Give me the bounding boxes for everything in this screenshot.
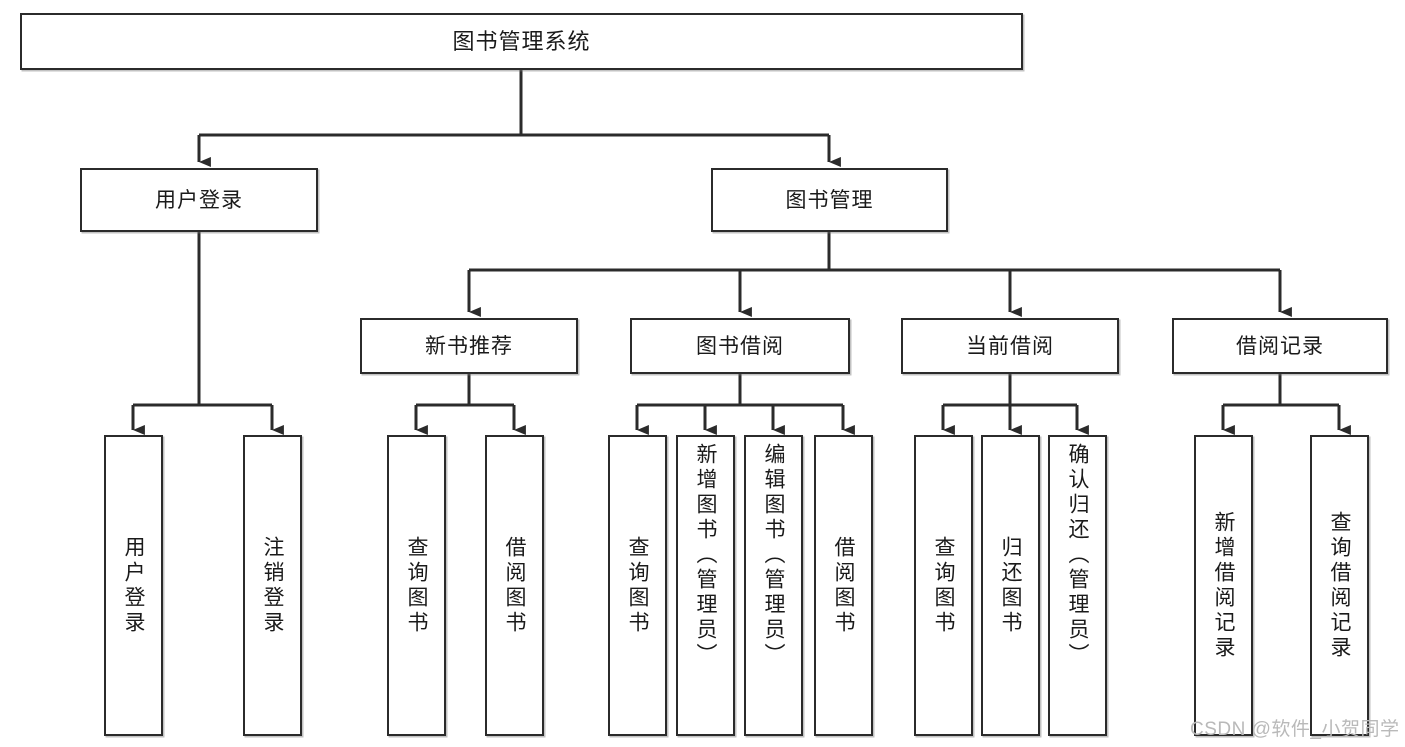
leaf-current-query-book[interactable]: 查询图书 [914, 435, 973, 736]
node-borrow-records[interactable]: 借阅记录 [1172, 318, 1388, 374]
leaf-new-book-borrow[interactable]: 借阅图书 [485, 435, 544, 736]
leaf-user-login-signout[interactable]: 注销登录 [243, 435, 302, 736]
node-book-management[interactable]: 图书管理 [711, 168, 948, 232]
node-user-login[interactable]: 用户登录 [80, 168, 318, 232]
leaf-borrow-query-book[interactable]: 查询图书 [608, 435, 667, 736]
node-root-book-management-system[interactable]: 图书管理系统 [20, 13, 1023, 70]
leaf-current-return-book[interactable]: 归还图书 [981, 435, 1040, 736]
node-current-borrow[interactable]: 当前借阅 [901, 318, 1119, 374]
leaf-records-add-record[interactable]: 新增借阅记录 [1194, 435, 1253, 736]
node-new-book-recommend[interactable]: 新书推荐 [360, 318, 578, 374]
leaf-records-query-record[interactable]: 查询借阅记录 [1310, 435, 1369, 736]
node-book-borrow[interactable]: 图书借阅 [630, 318, 850, 374]
leaf-borrow-edit-book-admin[interactable]: 编辑图书（管理员） [744, 435, 803, 736]
leaf-new-book-query[interactable]: 查询图书 [387, 435, 446, 736]
leaf-user-login-signin[interactable]: 用户登录 [104, 435, 163, 736]
leaf-borrow-borrow-book[interactable]: 借阅图书 [814, 435, 873, 736]
leaf-borrow-add-book-admin[interactable]: 新增图书（管理员） [676, 435, 735, 736]
leaf-current-confirm-return-admin[interactable]: 确认归还（管理员） [1048, 435, 1107, 736]
